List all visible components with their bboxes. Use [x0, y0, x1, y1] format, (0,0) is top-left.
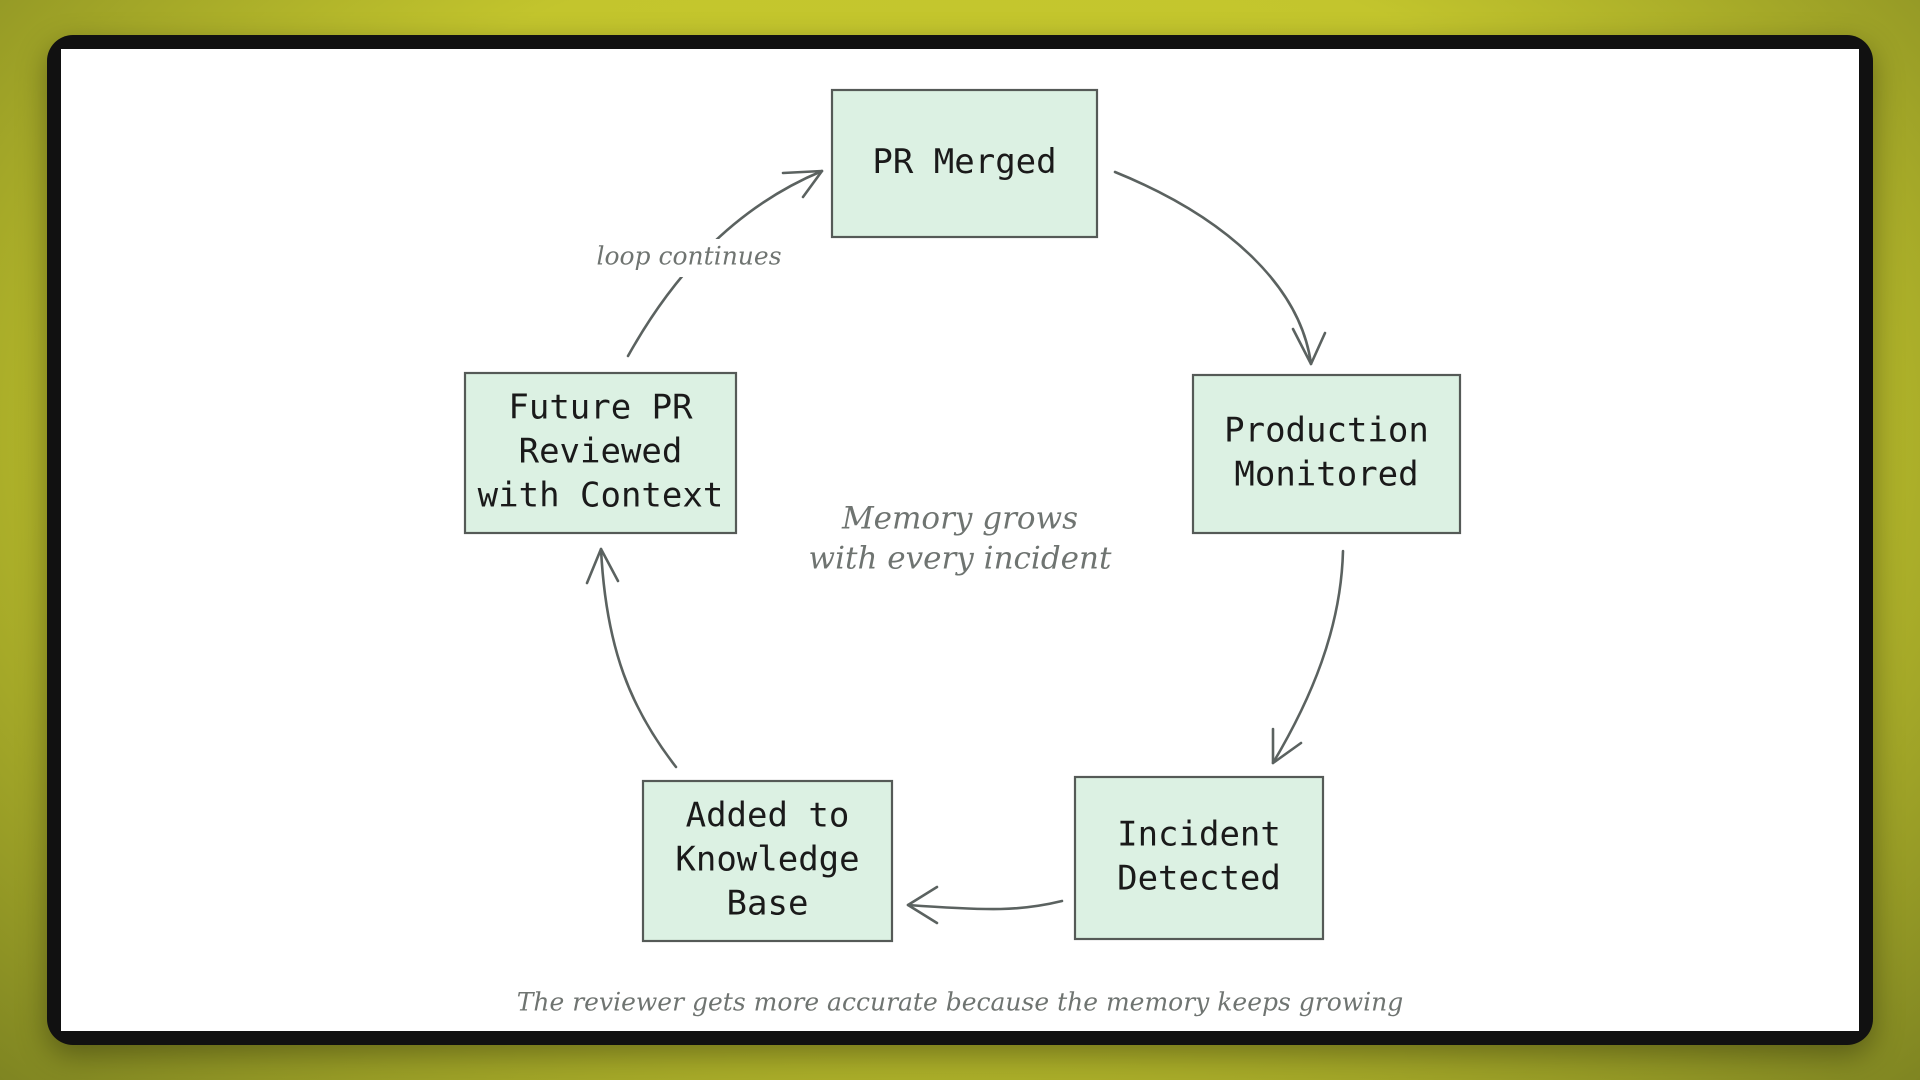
edge-production-monitored-to-incident-detected	[1271, 549, 1345, 765]
center-note-line: Memory grows	[841, 501, 1078, 537]
center-note-line: with every incident	[809, 541, 1112, 577]
edge-label: loop continues	[596, 242, 781, 271]
node-label: Incident	[1117, 815, 1281, 855]
node-box	[830, 88, 1099, 239]
node-label: Monitored	[1234, 455, 1418, 495]
edge-line	[906, 899, 1064, 911]
node-label: Production	[1224, 411, 1429, 451]
caption: The reviewer gets more accurate because …	[517, 988, 1404, 1017]
arrowhead-icon	[906, 885, 939, 925]
node-box	[1073, 775, 1325, 941]
edge-added-to-knowledge-base-to-future-pr-reviewed	[585, 547, 678, 769]
node-label: Detected	[1117, 859, 1281, 899]
edge-line	[599, 547, 678, 769]
node-label: PR Merged	[872, 142, 1056, 182]
cycle-diagram: PR MergedProductionMonitoredIncidentDete…	[463, 88, 1462, 1017]
edge-label-background	[604, 239, 774, 277]
edge-pr-merged-to-production-monitored	[1113, 170, 1327, 366]
node-label: Reviewed	[519, 432, 683, 472]
edge-incident-detected-to-added-to-knowledge-base	[906, 885, 1064, 925]
node-label: Base	[727, 884, 809, 924]
arrowhead-icon	[781, 169, 824, 199]
edge-line	[1271, 549, 1345, 765]
node-label: Knowledge	[675, 840, 859, 880]
node-pr-merged: PR Merged	[830, 88, 1099, 239]
node-box	[1191, 373, 1462, 535]
arrowhead-icon	[1271, 727, 1303, 765]
arrowhead-icon	[1291, 327, 1327, 366]
node-box	[641, 779, 894, 943]
node-label: Added to	[686, 796, 850, 836]
node-label: with Context	[478, 476, 724, 516]
arrowhead-icon	[585, 547, 620, 585]
node-box	[463, 371, 738, 535]
node-label: Future PR	[508, 388, 693, 428]
edge-line	[1113, 170, 1313, 366]
